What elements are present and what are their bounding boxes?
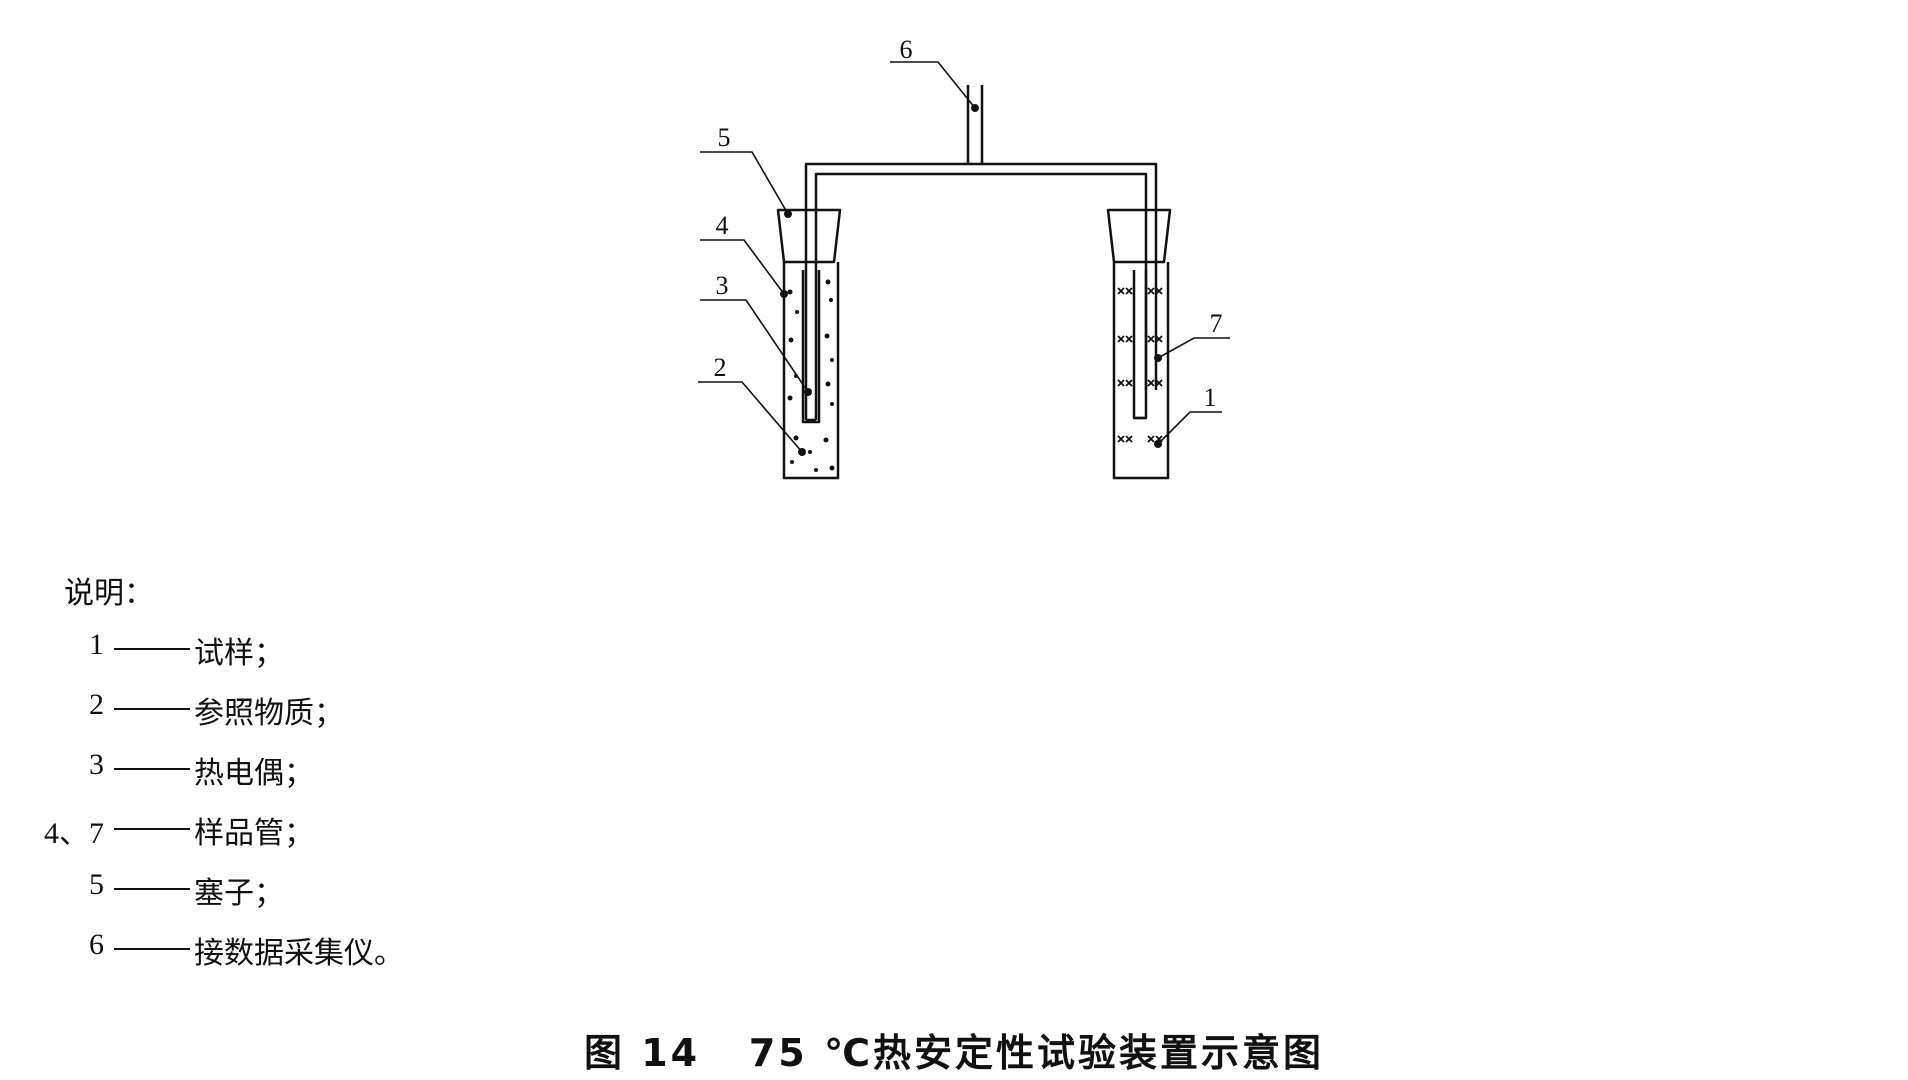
legend-key: 4、7	[44, 817, 104, 850]
legend-dash	[114, 948, 190, 950]
figure-number: 图 14	[584, 1031, 701, 1075]
leader-line-3	[700, 299, 809, 393]
right-stopper	[1106, 208, 1172, 264]
legend-key: 3	[89, 748, 104, 781]
callout-1: 1	[1204, 383, 1217, 412]
leader-line-1	[1157, 411, 1222, 445]
legend-text: 样品管；	[194, 816, 314, 851]
connecting-tube-inner-wall	[814, 172, 1148, 420]
leader-line-4	[700, 239, 785, 295]
legend-key: 2	[89, 688, 104, 721]
legend-dash	[114, 708, 190, 710]
legend-heading: 说明：	[64, 576, 154, 611]
legend-item: 5 塞子；	[24, 868, 724, 911]
legend-text: 热电偶；	[194, 756, 314, 791]
legend-dash	[114, 648, 190, 650]
leader-line-7	[1157, 337, 1230, 359]
legend-text: 接数据采集仪。	[194, 936, 404, 971]
callout-2: 2	[714, 353, 727, 382]
right-sample-tube	[1112, 262, 1170, 480]
callout-6: 6	[900, 35, 913, 64]
callout-5: 5	[718, 123, 731, 152]
legend-key: 6	[89, 928, 104, 961]
callout-4: 4	[716, 211, 729, 240]
legend-dash	[114, 888, 190, 890]
left-sample-tube	[782, 262, 840, 480]
legend-dash	[114, 828, 190, 830]
figure-title: 75 ℃热安定性试验装置示意图	[748, 1031, 1324, 1075]
left-stopper	[776, 208, 842, 264]
connecting-tube-outer-wall	[804, 162, 1158, 420]
figure-caption: 图 14 75 ℃热安定性试验装置示意图	[0, 1022, 1908, 1077]
legend-key: 1	[89, 628, 104, 661]
legend-text: 塞子；	[194, 876, 284, 911]
leader-line-2	[698, 381, 803, 453]
legend-dash	[114, 768, 190, 770]
legend-item: 3 热电偶；	[24, 748, 724, 791]
callout-3: 3	[716, 271, 729, 300]
legend-key: 5	[89, 868, 104, 901]
leader-dots	[780, 104, 1162, 456]
legend-text: 参照物质；	[194, 696, 344, 731]
legend-item: 6 接数据采集仪。	[24, 928, 724, 971]
legend-item: 1 试样；	[24, 628, 724, 671]
reference-substance-fill	[787, 279, 835, 472]
legend-item: 2 参照物质；	[24, 688, 724, 731]
legend-item: 4、7 样品管；	[24, 808, 724, 851]
right-thermocouple-well	[1132, 270, 1148, 420]
callout-7: 7	[1210, 309, 1223, 338]
leader-line-5	[700, 151, 789, 215]
left-thermocouple-well	[801, 270, 821, 424]
legend-text: 试样；	[194, 636, 284, 671]
data-lead-tube	[966, 85, 984, 164]
test-sample-fill	[1117, 287, 1163, 443]
leader-line-6	[890, 61, 976, 109]
leader-lines	[698, 61, 1230, 453]
